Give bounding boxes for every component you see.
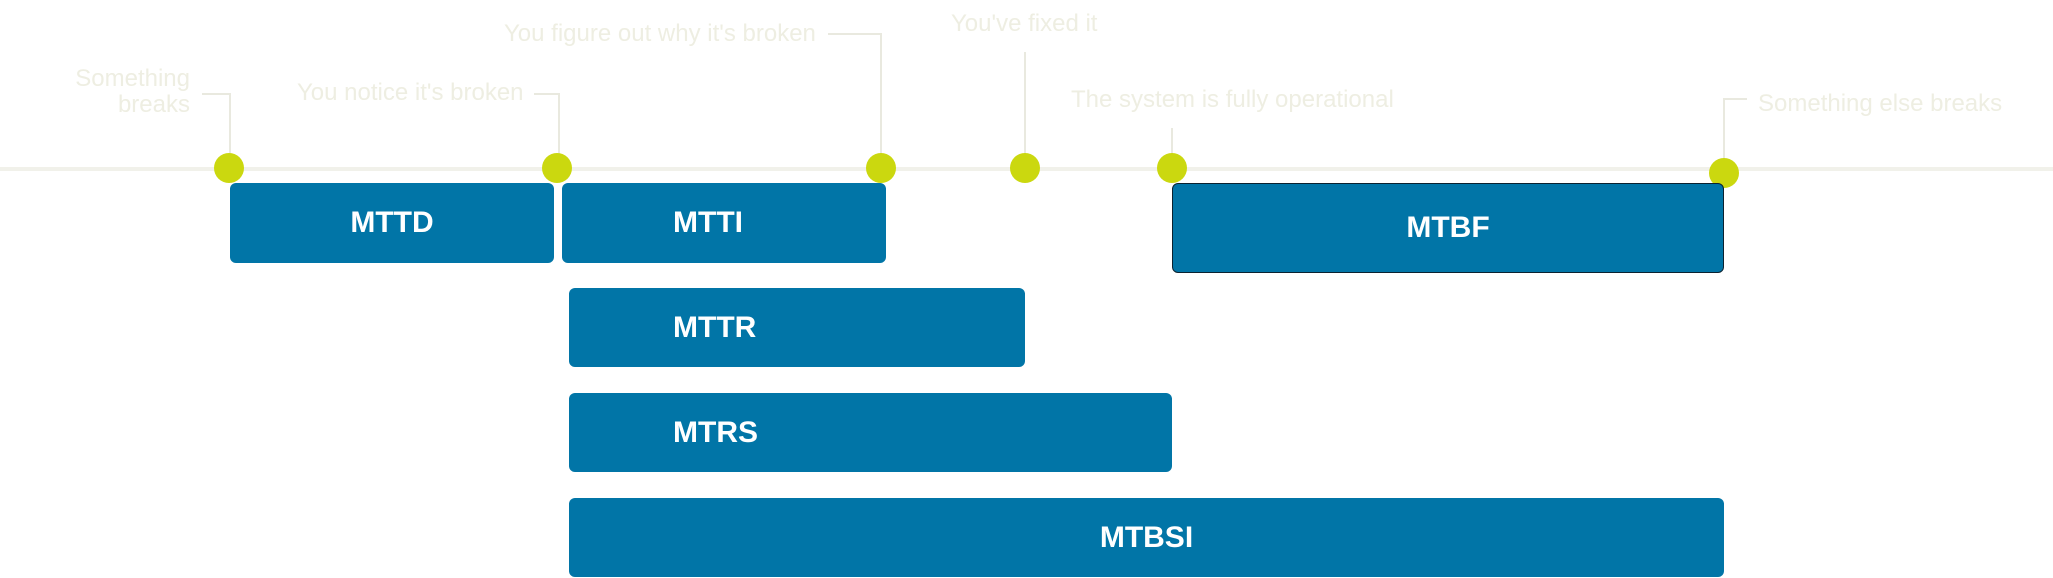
milestone-notice-broken-dot xyxy=(542,153,572,183)
event-label-something-breaks: Something breaks xyxy=(75,65,190,118)
metric-bar-mtti: MTTI xyxy=(562,183,886,263)
leader-figure-out xyxy=(828,33,882,162)
milestone-fixed-dot xyxy=(1010,153,1040,183)
metric-label-mttd: MTTD xyxy=(350,206,434,239)
leader-notice-broken xyxy=(534,93,560,162)
metric-label-mtbsi: MTBSI xyxy=(1099,520,1194,554)
leader-fully-operational xyxy=(1171,128,1173,160)
milestone-something-breaks-dot xyxy=(214,153,244,183)
leader-something-else-breaks xyxy=(1723,98,1747,166)
leader-fixed xyxy=(1024,52,1026,160)
metric-bar-mtbsi: MTBSI xyxy=(569,498,1724,577)
metric-label-mtbf: MTBF xyxy=(1406,211,1490,244)
event-label-fully-operational: The system is fully operational xyxy=(1071,86,1394,113)
metric-bar-mttd: MTTD xyxy=(230,183,554,263)
event-label-notice-broken: You notice it's broken xyxy=(297,79,524,106)
metric-bar-mtrs: MTRS xyxy=(569,393,1172,472)
leader-something-breaks xyxy=(202,93,231,162)
event-label-something-else-breaks: Something else breaks xyxy=(1758,90,2003,117)
event-label-fixed: You've fixed it xyxy=(951,10,1098,37)
milestone-figure-out-dot xyxy=(866,153,896,183)
metric-label-mtrs: MTRS xyxy=(673,415,758,449)
metric-label-mtti: MTTI xyxy=(673,206,743,239)
metric-bar-mttr: MTTR xyxy=(569,288,1025,367)
metric-label-mttr: MTTR xyxy=(673,310,757,344)
milestone-fully-operational-dot xyxy=(1157,153,1187,183)
event-label-figure-out: You figure out why it's broken xyxy=(504,20,816,47)
metric-bar-mtbf: MTBF xyxy=(1172,183,1724,273)
